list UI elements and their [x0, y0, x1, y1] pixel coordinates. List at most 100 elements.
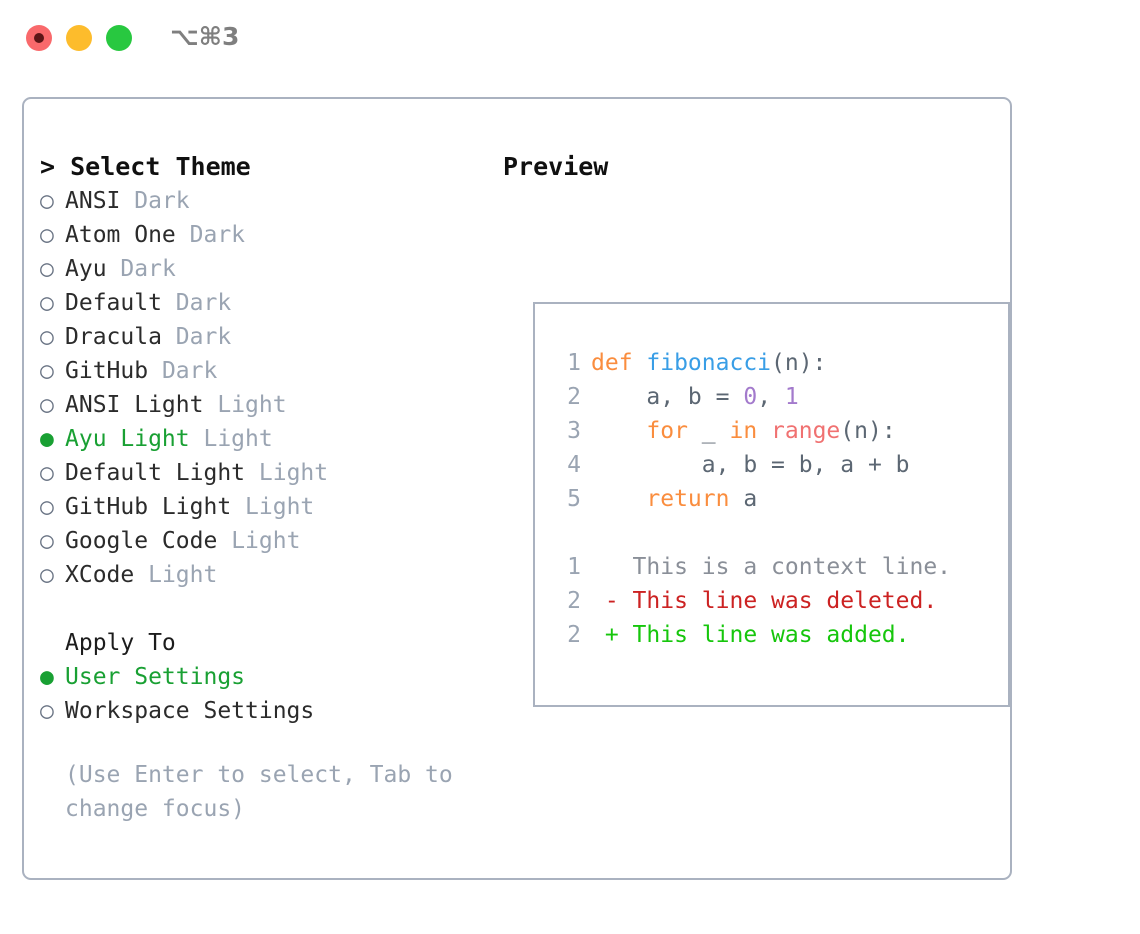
- label-spacer: [203, 388, 217, 422]
- radio-unselected-icon[interactable]: ○: [40, 528, 54, 554]
- apply-to-heading-marker: ○: [40, 626, 65, 660]
- code-line: 3 for _ in range(n):: [545, 414, 951, 448]
- theme-option-label: Dracula: [65, 324, 162, 350]
- theme-option-label: Google Code: [65, 528, 218, 554]
- theme-option-label: Atom One: [65, 222, 176, 248]
- apply-to-heading: ○ Apply To: [40, 626, 470, 660]
- code-line-text: return a: [581, 482, 757, 516]
- theme-option-default-light[interactable]: ○ Default Light Light: [40, 456, 470, 490]
- theme-option-label: Ayu: [65, 256, 107, 282]
- theme-option-google-code[interactable]: ○ Google Code Light: [40, 524, 470, 558]
- theme-option-ayu[interactable]: ○ Ayu Dark: [40, 252, 470, 286]
- line-number: 2: [567, 622, 581, 648]
- window-minimize-button[interactable]: [66, 25, 92, 51]
- radio-unselected-icon[interactable]: ○: [40, 460, 54, 486]
- apply-to-group: ○ Apply To ● User Settings ○Workspace Sett…: [40, 626, 470, 728]
- theme-variant-label: Dark: [134, 188, 190, 214]
- theme-option-label: GitHub Light: [65, 494, 232, 520]
- label-spacer: [217, 524, 231, 558]
- radio-unselected-icon[interactable]: ○: [40, 358, 54, 384]
- theme-variant-label: Dark: [175, 324, 232, 350]
- code-token: (n):: [771, 350, 827, 376]
- code-line-text: - This line was deleted.: [581, 584, 937, 618]
- theme-variant-label: Dark: [161, 358, 218, 384]
- theme-option-label: XCode: [65, 562, 135, 588]
- code-token: in: [729, 418, 758, 444]
- theme-variant-label: Light: [217, 392, 287, 418]
- code-token: [591, 418, 646, 444]
- preview-column: Preview: [503, 150, 1003, 184]
- label-spacer: [162, 320, 176, 354]
- code-line-text: + This line was added.: [581, 618, 910, 652]
- theme-option-default[interactable]: ○Default Dark: [40, 286, 470, 320]
- code-token: _: [687, 418, 730, 444]
- code-token: fibonacci: [646, 350, 772, 376]
- theme-option-label: Ayu Light: [65, 426, 190, 452]
- theme-variant-label: Light: [231, 528, 301, 554]
- theme-option-github-light[interactable]: ○GitHub Light Light: [40, 490, 470, 524]
- select-theme-heading: > Select Theme: [40, 152, 251, 181]
- radio-selected-icon[interactable]: ●: [40, 664, 54, 690]
- line-number: 4: [567, 452, 581, 478]
- code-line-text: def fibonacci(n):: [581, 346, 826, 380]
- radio-unselected-icon[interactable]: ○: [40, 256, 54, 282]
- theme-option-dracula[interactable]: ○ Dracula Dark: [40, 320, 470, 354]
- radio-selected-icon[interactable]: ●: [40, 426, 54, 452]
- code-token: range: [771, 418, 841, 444]
- label-spacer: [148, 354, 162, 388]
- code-line: 5 return a: [545, 482, 951, 516]
- radio-unselected-icon[interactable]: ○: [40, 188, 54, 214]
- code-token: - This line was deleted.: [591, 588, 938, 614]
- radio-unselected-icon[interactable]: ○: [40, 290, 54, 316]
- theme-variant-label: Dark: [175, 290, 232, 316]
- diff-line: 1 This is a context line.: [545, 550, 951, 584]
- apply-to-option-user-settings[interactable]: ● User Settings: [40, 660, 470, 694]
- radio-unselected-icon[interactable]: ○: [40, 494, 54, 520]
- theme-option-xcode[interactable]: ○ XCode Light: [40, 558, 470, 592]
- radio-unselected-icon[interactable]: ○: [40, 222, 54, 248]
- theme-option-atom-one[interactable]: ○ Atom One Dark: [40, 218, 470, 252]
- keyboard-hint-text: (Use Enter to select, Tab to change focu…: [65, 762, 453, 822]
- theme-variant-label: Light: [148, 562, 218, 588]
- radio-unselected-icon[interactable]: ○: [40, 392, 54, 418]
- theme-selection-column: > Select Theme ○ANSI Dark○Atom One Dark○…: [40, 150, 470, 826]
- code-token: (n):: [840, 418, 896, 444]
- label-spacer: [107, 252, 121, 286]
- code-token: [591, 486, 646, 512]
- apply-to-option-label: User Settings: [65, 664, 246, 690]
- theme-variant-label: Light: [258, 460, 329, 486]
- theme-option-github[interactable]: ○ GitHub Dark: [40, 354, 470, 388]
- apply-to-option-workspace-settings[interactable]: ○Workspace Settings: [40, 694, 470, 728]
- code-line-text: This is a context line.: [581, 550, 952, 584]
- line-number: 2: [567, 384, 581, 410]
- main-panel: > Select Theme ○ANSI Dark○Atom One Dark○…: [22, 97, 1012, 880]
- theme-option-label: Default Light: [65, 460, 246, 486]
- label-spacer: [190, 422, 204, 456]
- code-token: for: [646, 418, 688, 444]
- radio-unselected-icon[interactable]: ○: [40, 324, 54, 350]
- theme-option-label: ANSI Light: [65, 392, 204, 418]
- label-spacer: [176, 218, 190, 252]
- code-spacer: [545, 516, 951, 550]
- radio-unselected-icon[interactable]: ○: [40, 698, 54, 724]
- label-spacer: [134, 558, 148, 592]
- line-number: 2: [567, 588, 581, 614]
- theme-variant-label: Dark: [120, 256, 176, 282]
- theme-variant-label: Dark: [189, 222, 246, 248]
- theme-option-ansi[interactable]: ○ANSI Dark: [40, 184, 470, 218]
- theme-variant-label: Light: [203, 426, 273, 452]
- label-spacer: [162, 286, 176, 320]
- code-token: 1: [784, 384, 799, 410]
- theme-option-ayu-light[interactable]: ● Ayu Light Light: [40, 422, 470, 456]
- preview-heading: Preview: [503, 152, 609, 181]
- code-line: 4 a, b = b, a + b: [545, 448, 951, 482]
- theme-option-ansi-light[interactable]: ○ ANSI Light Light: [40, 388, 470, 422]
- radio-unselected-icon[interactable]: ○: [40, 562, 54, 588]
- apply-to-heading-label: Apply To: [65, 630, 176, 656]
- theme-option-list: ○ANSI Dark○Atom One Dark○Ayu Dark○Defaul…: [40, 184, 470, 592]
- theme-option-label: GitHub: [65, 358, 149, 384]
- window-maximize-button[interactable]: [106, 25, 132, 51]
- line-number: 1: [567, 350, 581, 376]
